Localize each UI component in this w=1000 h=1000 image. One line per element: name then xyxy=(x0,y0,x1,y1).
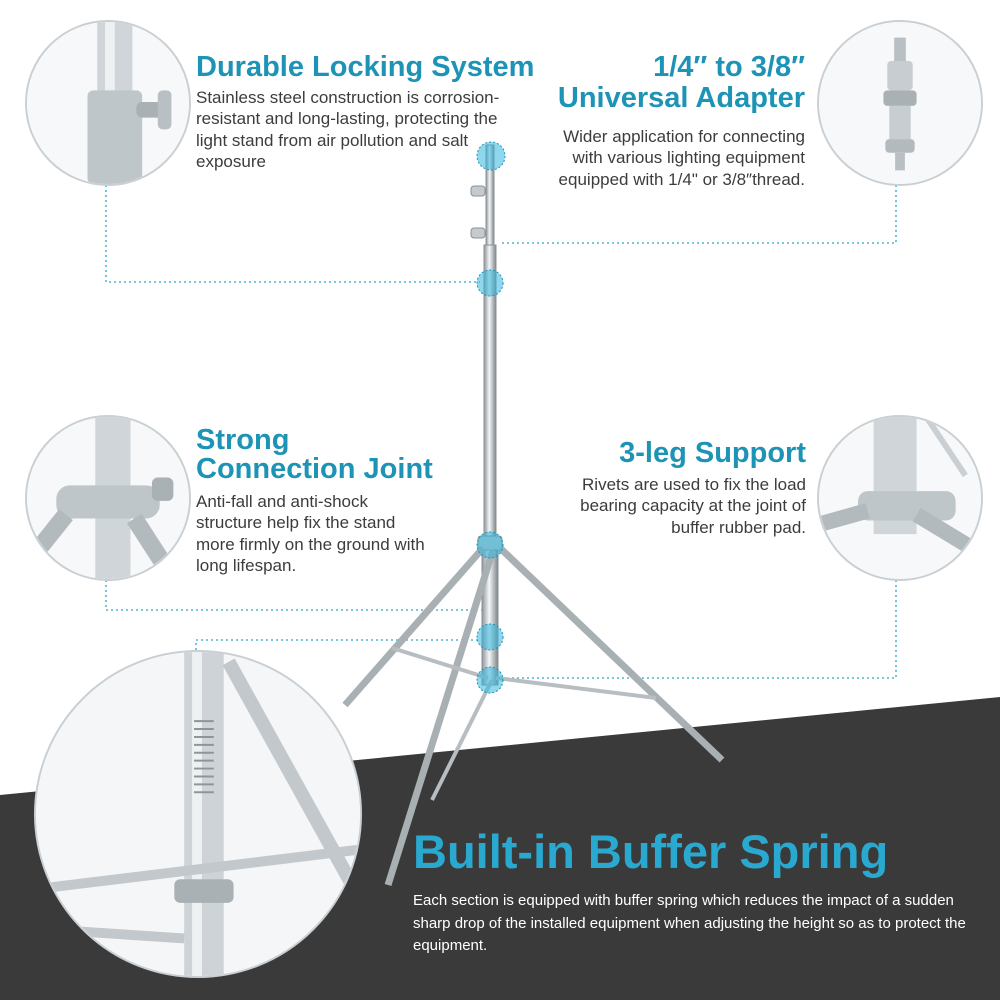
leg-description: Rivets are used to fix the load bearing … xyxy=(580,475,806,537)
adapter-title-line2: Universal Adapter xyxy=(557,82,805,114)
locking-title: Durable Locking System xyxy=(196,51,535,83)
adapter-detail-image xyxy=(817,20,983,186)
buffer-spring-detail-image xyxy=(34,650,362,978)
adapter-title-line1: 1/4″ to 3/8″ xyxy=(653,51,805,83)
locking-description: Stainless steel construction is corrosio… xyxy=(196,88,500,172)
leg-title: 3-leg Support xyxy=(619,437,806,469)
adapter-description: Wider application for connecting with va… xyxy=(558,127,805,189)
joint-description: Anti-fall and anti-shock structure help … xyxy=(196,492,425,576)
joint-title-line2: Connection Joint xyxy=(196,453,433,485)
leg-detail-image xyxy=(817,415,983,581)
locking-detail-image xyxy=(25,20,191,186)
joint-detail-image xyxy=(25,415,191,581)
joint-title-line1: Strong xyxy=(196,424,290,456)
buffer-title: Built-in Buffer Spring xyxy=(413,825,889,878)
buffer-description: Each section is equipped with buffer spr… xyxy=(413,892,966,954)
